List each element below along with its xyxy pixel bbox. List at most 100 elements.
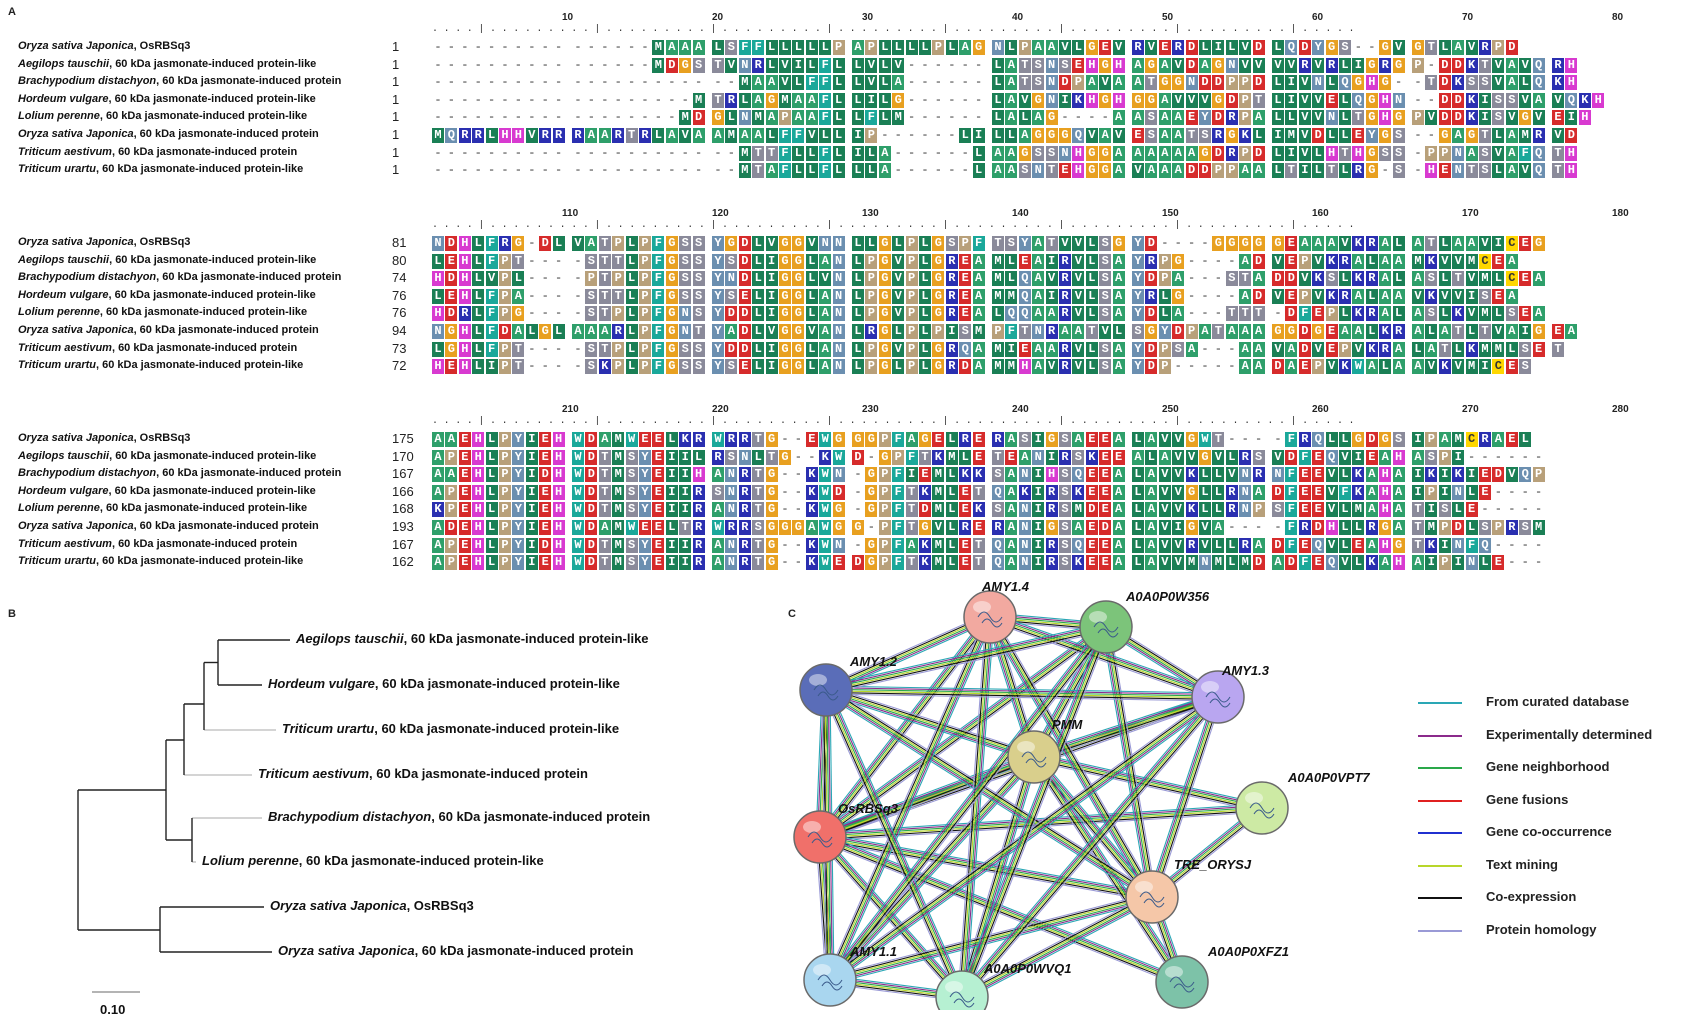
residue: F	[819, 75, 832, 91]
alignment-gap: -	[587, 92, 595, 107]
species-label: Oryza sativa Japonica, OsRBSq3	[18, 236, 191, 248]
residue: T	[512, 341, 525, 357]
residue: Q	[992, 484, 1004, 500]
residue: D	[1252, 40, 1265, 55]
alignment-gap: -	[528, 236, 536, 250]
residue: L	[992, 75, 1004, 91]
alignment-gap: -	[854, 467, 862, 482]
residue: A	[1298, 236, 1311, 251]
residue: T	[1325, 163, 1338, 179]
residue: A	[1112, 75, 1125, 91]
residue: A	[445, 432, 458, 447]
alignment-gap: -	[681, 92, 689, 107]
residue: D	[1452, 110, 1465, 126]
residue: A	[852, 40, 864, 55]
alignment-gap: -	[854, 484, 862, 499]
alignment-gap: -	[794, 537, 802, 552]
network-edge	[965, 617, 995, 998]
residue: H	[552, 432, 565, 447]
residue: L	[1085, 359, 1098, 375]
residue: V	[485, 271, 498, 287]
residue: A	[1438, 432, 1451, 447]
residue: P	[499, 271, 511, 287]
residue: S	[679, 359, 692, 375]
residue: D	[959, 359, 972, 375]
residue: A	[432, 484, 444, 500]
residue: T	[598, 341, 611, 357]
residue: A	[1392, 467, 1405, 483]
residue: T	[712, 57, 724, 73]
residue: T	[598, 555, 611, 571]
residue: A	[1032, 110, 1045, 126]
network-edge	[824, 693, 1033, 762]
residue: A	[1412, 324, 1424, 339]
network-edge	[958, 694, 1216, 995]
residue: L	[919, 288, 931, 304]
residue: I	[852, 145, 864, 161]
network-edge	[988, 620, 1217, 702]
residue: R	[1479, 432, 1491, 447]
residue: T	[1425, 236, 1438, 251]
residue: I	[1285, 145, 1298, 161]
network-node-label: OsRBSq3	[838, 801, 898, 816]
alignment-gap: -	[934, 57, 942, 72]
residue: I	[665, 449, 678, 465]
residue: P	[1239, 92, 1252, 108]
residue: V	[1492, 145, 1505, 161]
alignment-gap: -	[587, 145, 595, 160]
residue: V	[1438, 253, 1451, 269]
residue: L	[1452, 341, 1465, 357]
residue: I	[665, 484, 678, 500]
residue: P	[1339, 341, 1351, 357]
alignment-gap: -	[514, 163, 522, 178]
residue: G	[1085, 145, 1098, 161]
residue: G	[878, 236, 891, 251]
residue: L	[665, 432, 678, 447]
residue: N	[1018, 555, 1031, 571]
network-edge	[827, 615, 989, 980]
residue: G	[1379, 40, 1392, 55]
network-edge	[960, 894, 1152, 996]
network-edge	[961, 895, 1152, 997]
alignment-gap: -	[974, 110, 983, 125]
residue: K	[972, 502, 985, 518]
residue: V	[1298, 145, 1311, 161]
residue: A	[1005, 537, 1018, 553]
residue: A	[1172, 271, 1185, 287]
residue: V	[572, 236, 584, 251]
residue: F	[892, 467, 905, 483]
alignment-gap: -	[794, 555, 802, 570]
residue: D	[738, 271, 751, 287]
residue: G	[765, 555, 778, 571]
residue: H	[1352, 145, 1365, 161]
residue: Y	[712, 236, 724, 251]
residue: D	[738, 306, 751, 322]
residue: E	[1085, 537, 1098, 553]
residue: A	[1252, 271, 1265, 287]
residue: R	[1239, 537, 1252, 553]
tree-leaf-label: Hordeum vulgare, 60 kDa jasmonate-induce…	[268, 676, 620, 691]
residue: S	[1425, 271, 1438, 287]
residue: V	[525, 128, 538, 143]
residue: I	[852, 128, 864, 143]
residue: T	[692, 324, 705, 339]
residue: I	[1032, 467, 1045, 483]
residue: E	[1085, 467, 1098, 483]
residue: L	[552, 324, 565, 339]
residue: E	[1479, 467, 1491, 483]
residue: Y	[712, 271, 724, 287]
residue: P	[612, 341, 625, 357]
row-start-position: 1	[392, 144, 400, 160]
residue: V	[1172, 432, 1185, 447]
residue: T	[905, 502, 918, 518]
network-edge	[826, 627, 1107, 692]
residue: F	[1005, 324, 1018, 339]
species-label: Oryza sativa Japonica, 60 kDa jasmonate-…	[18, 324, 319, 336]
network-edge	[1101, 627, 1149, 898]
residue: K	[819, 449, 832, 465]
residue: N	[1045, 92, 1058, 108]
residue: E	[639, 520, 651, 535]
residue: A	[1112, 484, 1125, 500]
alignment-gap: -	[948, 57, 956, 72]
alignment-gap: -	[574, 271, 582, 286]
